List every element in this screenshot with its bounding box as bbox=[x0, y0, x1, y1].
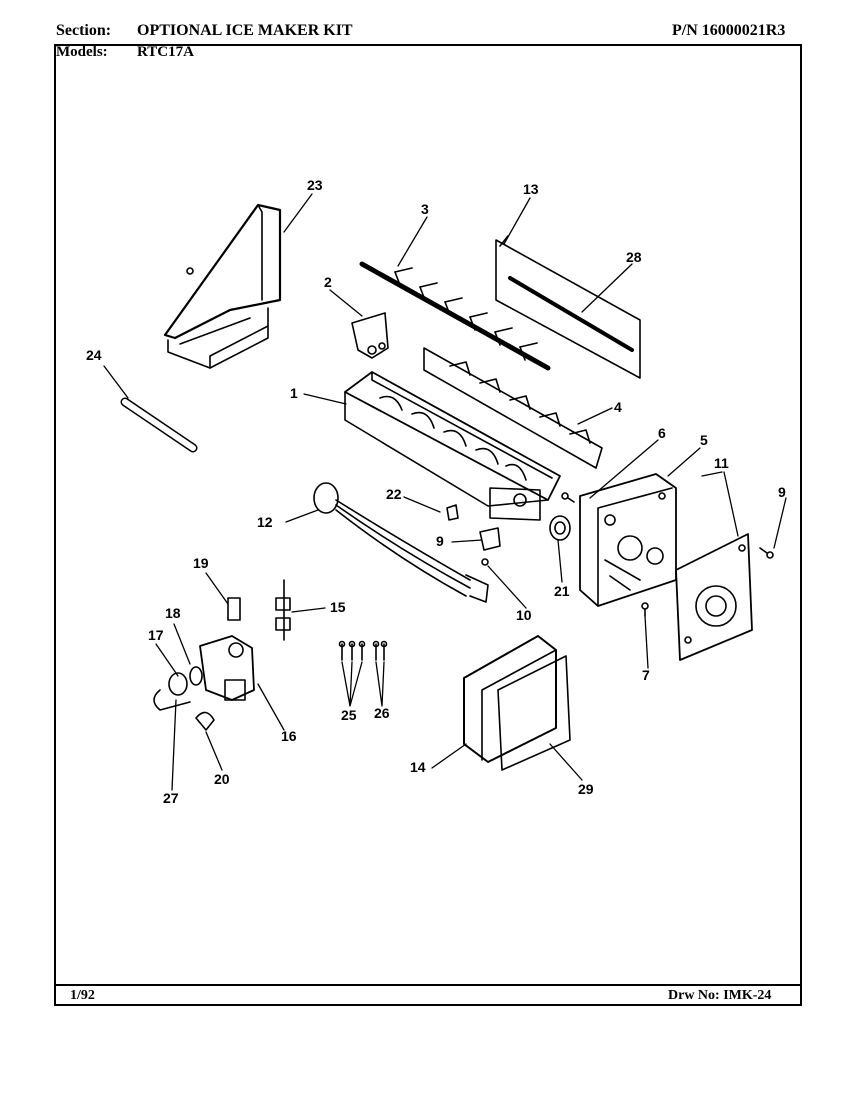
part-20-clamp bbox=[195, 711, 215, 731]
callout-18: 18 bbox=[165, 605, 181, 621]
callout-16: 16 bbox=[281, 728, 297, 744]
part-7-screw bbox=[641, 602, 649, 617]
callout-11: 11 bbox=[714, 455, 729, 471]
callout-29: 29 bbox=[578, 781, 594, 797]
callout-12: 12 bbox=[257, 514, 273, 530]
callout-labels: 23 3 13 28 2 24 1 4 6 5 11 9 22 12 9 10 … bbox=[86, 177, 786, 806]
part-10-screw bbox=[481, 558, 489, 566]
callout-14: 14 bbox=[410, 759, 426, 775]
part-23-bracket bbox=[163, 203, 282, 369]
part-22-clip bbox=[446, 504, 459, 521]
part-13-plate bbox=[495, 235, 641, 379]
part-25-screws bbox=[338, 640, 366, 661]
part-16-water-valve bbox=[199, 635, 255, 701]
callout-19: 19 bbox=[193, 555, 209, 571]
callout-10: 10 bbox=[516, 607, 532, 623]
callout-25: 25 bbox=[341, 707, 357, 723]
part-9-clip bbox=[479, 527, 501, 551]
part-number: P/N 16000021R3 bbox=[672, 22, 786, 39]
part-9-screw-right bbox=[759, 547, 774, 559]
part-21-coupler bbox=[549, 515, 571, 541]
part-14-box bbox=[463, 635, 557, 763]
callout-9-right: 9 bbox=[778, 484, 786, 500]
callout-17: 17 bbox=[148, 627, 164, 643]
part-2-bracket bbox=[351, 312, 389, 359]
callout-21: 21 bbox=[554, 583, 570, 599]
section-title: OPTIONAL ICE MAKER KIT bbox=[137, 22, 353, 39]
callout-23: 23 bbox=[307, 177, 323, 193]
footer-date: 1/92 bbox=[70, 988, 95, 1003]
callout-4: 4 bbox=[614, 399, 622, 415]
models-value: RTC17A bbox=[137, 44, 194, 60]
callout-6: 6 bbox=[658, 425, 666, 441]
part-17-fitting bbox=[153, 672, 191, 711]
part-29-sheet bbox=[497, 655, 571, 771]
callout-15: 15 bbox=[330, 599, 346, 615]
part-12-harness bbox=[313, 482, 489, 603]
callout-27: 27 bbox=[163, 790, 179, 806]
callout-26: 26 bbox=[374, 705, 390, 721]
callout-7: 7 bbox=[642, 667, 650, 683]
callout-3: 3 bbox=[421, 201, 429, 217]
callout-1: 1 bbox=[290, 385, 298, 401]
part-26-screws bbox=[372, 640, 388, 661]
part-28-rod bbox=[508, 276, 634, 352]
models-label: Models: bbox=[56, 44, 108, 60]
part-19-fitting bbox=[227, 597, 241, 621]
leader-lines bbox=[103, 193, 787, 791]
footer-divider bbox=[54, 984, 802, 986]
callout-13: 13 bbox=[523, 181, 539, 197]
callout-24: 24 bbox=[86, 347, 102, 363]
part-3-ejector-shaft bbox=[359, 261, 551, 371]
callout-20: 20 bbox=[214, 771, 230, 787]
section-label: Section: bbox=[56, 22, 112, 39]
part-18-washer bbox=[189, 666, 203, 686]
callout-28: 28 bbox=[626, 249, 642, 265]
part-1-mold bbox=[344, 371, 561, 521]
part-4-stripper bbox=[423, 347, 603, 469]
callout-9-left: 9 bbox=[436, 533, 444, 549]
drawing-number: Drw No: IMK-24 bbox=[668, 988, 772, 1003]
callout-5: 5 bbox=[700, 432, 708, 448]
part-6-screw bbox=[561, 492, 575, 503]
part-11-motor-plate bbox=[675, 533, 753, 661]
part-15-tube-fitting bbox=[275, 579, 291, 641]
part-24-rod bbox=[120, 397, 198, 453]
callout-2: 2 bbox=[324, 274, 332, 290]
callout-22: 22 bbox=[386, 486, 402, 502]
drawing-frame bbox=[54, 44, 802, 1006]
